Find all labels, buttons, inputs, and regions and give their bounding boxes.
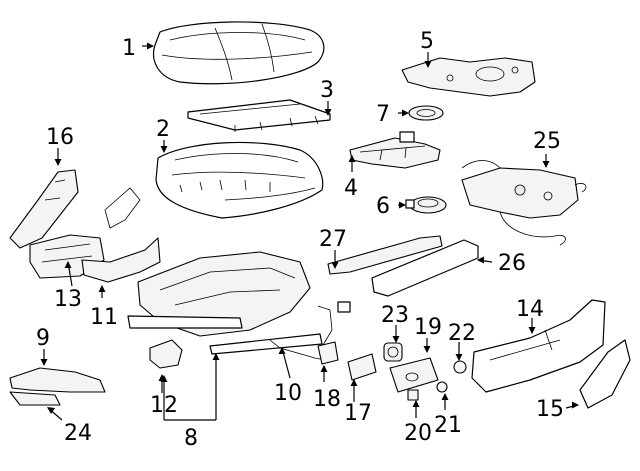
callout-24: 24 — [64, 421, 92, 446]
callout-17: 17 — [344, 401, 372, 426]
callout-18: 18 — [313, 387, 341, 412]
callout-14: 14 — [516, 297, 544, 322]
callout-20: 20 — [404, 421, 432, 446]
part-22-cap — [453, 360, 467, 374]
part-9-bracket — [9, 367, 106, 393]
part-1-cushion-cover — [153, 21, 325, 85]
callout-4: 4 — [344, 176, 358, 201]
callout-3: 3 — [320, 78, 334, 103]
part-16-side-shield — [9, 169, 79, 249]
callout-10: 10 — [274, 381, 302, 406]
part-2-cushion-foam — [155, 141, 324, 219]
part-4-bracket — [349, 131, 441, 169]
part-17-module — [347, 353, 377, 381]
part-15-trim — [579, 339, 631, 409]
callout-13: 13 — [54, 287, 82, 312]
callout-11: 11 — [90, 305, 118, 330]
arrowheads — [40, 42, 579, 414]
callout-8: 8 — [184, 426, 198, 451]
callout-9: 9 — [36, 326, 50, 351]
part-3-seat-pan — [187, 99, 331, 132]
part-20-clip — [407, 389, 419, 401]
part-7-ring — [408, 105, 444, 121]
part-27-track — [327, 235, 443, 275]
callout-23: 23 — [381, 303, 409, 328]
part-21-grommet — [436, 381, 448, 393]
callout-25: 25 — [533, 129, 561, 154]
callout-labels: 1 2 3 4 5 6 7 8 9 10 11 12 13 14 15 16 1… — [36, 29, 564, 451]
callout-21: 21 — [434, 413, 462, 438]
part-11-bracket — [81, 237, 161, 283]
part-26-cover — [371, 239, 479, 297]
callout-2: 2 — [156, 117, 170, 142]
part-24-trim — [9, 391, 61, 406]
part-6-motor — [405, 196, 447, 214]
part-8-adjuster-frame — [127, 251, 323, 355]
callout-12: 12 — [150, 393, 178, 418]
part-19-switch-panel — [389, 357, 439, 393]
callout-22: 22 — [448, 321, 476, 346]
callout-19: 19 — [414, 315, 442, 340]
part-12-switch — [149, 339, 183, 369]
part-23-knob — [383, 342, 403, 362]
callout-27: 27 — [319, 227, 347, 252]
callout-26: 26 — [498, 251, 526, 276]
callout-6: 6 — [376, 194, 390, 219]
part-18-clip — [317, 341, 339, 365]
callout-1: 1 — [122, 36, 136, 61]
callout-15: 15 — [536, 397, 564, 422]
part-14-side-panel — [471, 299, 606, 393]
part-10-rod — [269, 301, 351, 361]
part-5-plate — [401, 57, 536, 97]
callout-7: 7 — [376, 102, 390, 127]
callout-5: 5 — [420, 29, 434, 54]
part-25-harness — [461, 160, 587, 246]
callout-16: 16 — [46, 125, 74, 150]
